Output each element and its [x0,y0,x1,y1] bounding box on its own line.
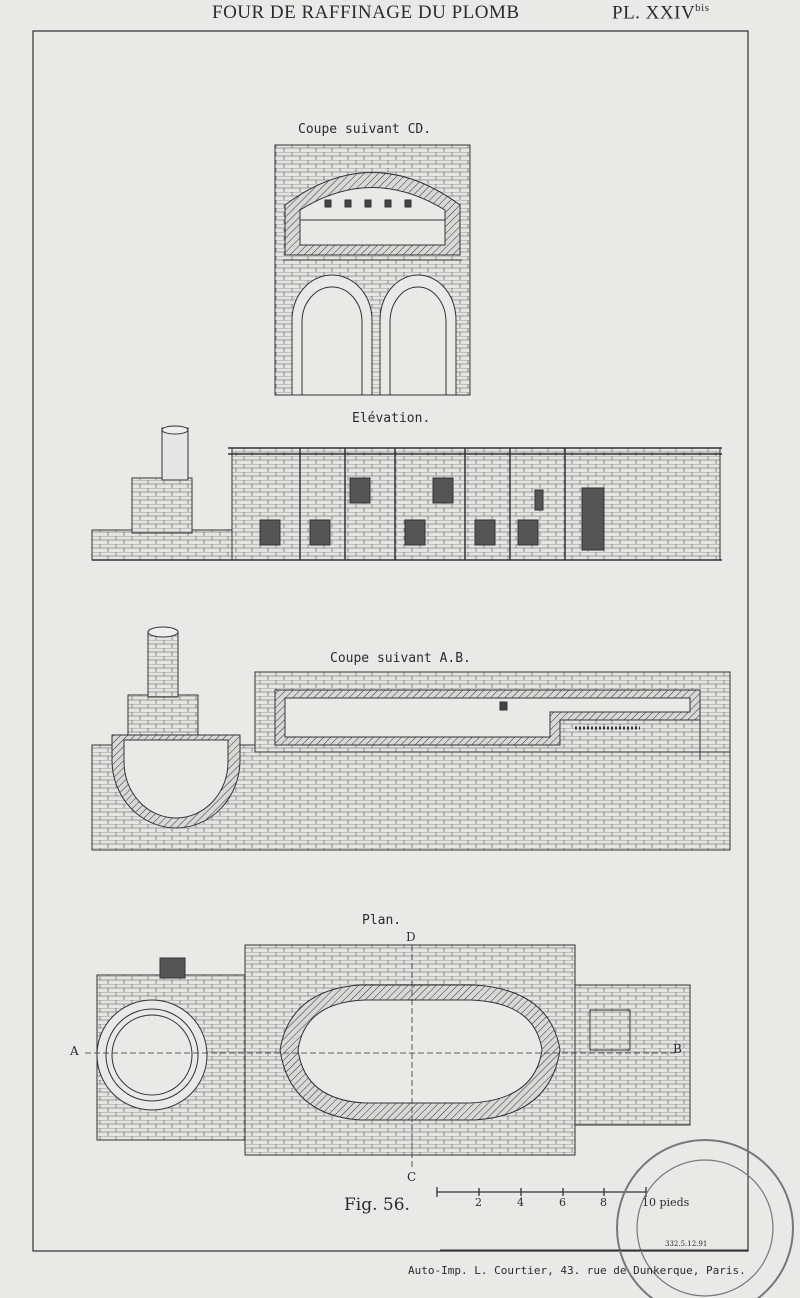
library-stamp [616,1139,794,1298]
scale-tick-2: 2 [475,1196,482,1209]
scale-tick-10: 10 pieds [642,1196,690,1209]
figure-label: Fig. 56. [344,1195,410,1215]
scale-tick-6: 6 [559,1196,566,1209]
plate-frame [32,30,749,1252]
plate-number-text: PL. XXIV [612,2,696,24]
marker-b: B [673,1042,682,1056]
printer-credit: Auto-Imp. L. Courtier, 43. rue de Dunker… [408,1264,746,1277]
marker-a: A [70,1044,79,1058]
marker-d: D [406,930,416,944]
marker-c: C [407,1170,417,1184]
stamp-number: 332.5.12.91 [665,1240,708,1248]
plan-caption: Plan. [362,913,402,928]
elevation-caption: Elévation. [352,411,431,426]
plate-suffix: bis [695,2,710,14]
plate-number: PL. XXIVbis [612,2,710,24]
section-ab-caption: Coupe suivant A.B. [330,651,471,666]
plate-title: FOUR DE RAFFINAGE DU PLOMB [212,2,520,23]
scale-tick-4: 4 [517,1196,524,1209]
section-ab-drawing [91,626,731,851]
scale-tick-8: 8 [600,1196,607,1209]
section-cd-caption: Coupe suivant CD. [298,122,432,137]
plan-drawing [85,944,691,1170]
elevation-drawing [91,425,722,561]
section-cd-drawing [274,144,471,396]
scale-bar [436,1187,647,1197]
